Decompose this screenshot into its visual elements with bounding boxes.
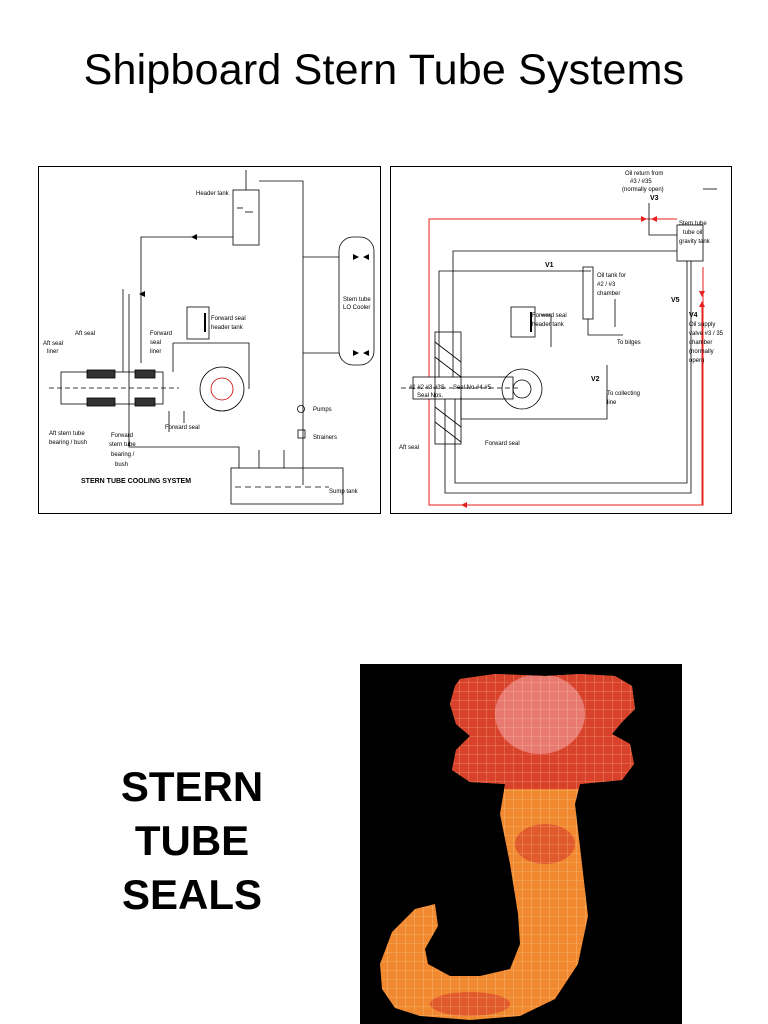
collecting-label-2: line xyxy=(607,400,617,406)
fwd-header-label-2: header tank xyxy=(532,322,565,328)
aft-bearing-label-2: bearing / bush xyxy=(49,440,87,446)
oil-tank-label-2: #2 / #3 xyxy=(597,282,616,288)
oil-tank-label-1: Oil tank for xyxy=(597,273,626,279)
strainers-label: Strainers xyxy=(313,435,337,441)
pumps-label: Pumps xyxy=(313,407,332,413)
seal-nos-label: Seal Nos. xyxy=(417,393,443,399)
v3-label: V3 xyxy=(650,195,659,202)
aft-seal-label-2: Aft seal xyxy=(399,445,419,451)
forward-seal-label: Forward seal xyxy=(165,425,200,431)
fea-hook-image xyxy=(360,664,682,1024)
section-heading-line-2: TUBE xyxy=(134,817,250,864)
sump-tank-label: Sump tank xyxy=(329,489,359,495)
forward-seal-label-2: Forward seal xyxy=(485,441,520,447)
fea-hook-drawing xyxy=(380,674,635,1020)
aft-seal-label: Aft seal xyxy=(75,331,95,337)
section-heading-line-3: SEALS xyxy=(121,871,263,918)
section-heading: STERN TUBE SEALS xyxy=(92,760,292,922)
fwd-bearing-label-1: Forward xyxy=(111,433,133,439)
to-bilges-label: To bilges xyxy=(617,340,641,346)
cooling-system-diagram: Header tank Stern tube LO Cooler Pumps S… xyxy=(38,166,381,514)
fwd-bearing-label-3: bearing / xyxy=(111,452,135,458)
supply-label-2: valve #3 / 35 xyxy=(689,331,724,337)
seal-no-label: Seal No #4 #5 xyxy=(453,385,492,391)
lube-oil-diagram: Oil return from #3 / #35 (normally open)… xyxy=(390,166,732,514)
fwd-seal-header-label-2: header tank xyxy=(211,325,244,331)
fwd-seal-header-label-1: Forward seal xyxy=(211,316,246,322)
page-title: Shipboard Stern Tube Systems xyxy=(83,46,685,94)
aft-seal-liner-label-1: Aft seal xyxy=(43,341,63,347)
lo-cooler-label-2: LO Cooler xyxy=(343,305,370,311)
section-heading-line-1: STERN xyxy=(120,763,264,810)
supply-label-5: open) xyxy=(689,358,704,364)
lo-cooler-label-1: Stern tube xyxy=(343,297,371,303)
oil-return-label-3: (normally open) xyxy=(622,187,664,193)
aft-seal-liner-label-2: liner xyxy=(47,349,58,355)
aft-bearing-label-1: Aft stern tube xyxy=(49,431,85,437)
gravity-tank-label-3: gravity tank xyxy=(679,239,711,245)
gravity-tank-label-1: Stern tube xyxy=(679,221,707,227)
v1-label: V1 xyxy=(545,262,554,269)
fwd-bearing-label-4: bush xyxy=(115,462,128,468)
header-tank-label: Header tank xyxy=(196,191,230,197)
fwd-seal-liner-label-1: Forward xyxy=(150,331,172,337)
oil-return-label-1: Oil return from xyxy=(625,171,663,177)
cooling-system-drawing: Header tank Stern tube LO Cooler Pumps S… xyxy=(43,170,375,505)
oil-return-label-2: #3 / #35 xyxy=(630,179,652,185)
supply-label-4: (normally xyxy=(689,349,714,355)
fwd-seal-liner-label-2: seal xyxy=(150,340,161,346)
oil-tank-label-3: chamber xyxy=(597,291,620,297)
fwd-header-label-1: Forward seal xyxy=(532,313,567,319)
seal-numbers-label: #1 #2 #3 #3S xyxy=(409,385,445,391)
v4-label: V4 xyxy=(689,312,698,319)
fwd-seal-liner-label-3: liner xyxy=(150,349,161,355)
supply-label-1: Oil supply xyxy=(689,322,715,328)
v2-label: V2 xyxy=(591,376,600,383)
gravity-tank-label-2: tube oil xyxy=(683,230,702,236)
v5-label: V5 xyxy=(671,297,680,304)
cooling-system-title: STERN TUBE COOLING SYSTEM xyxy=(81,478,191,485)
collecting-label-1: To collecting xyxy=(607,391,640,397)
supply-label-3: chamber xyxy=(689,340,712,346)
fwd-bearing-label-2: stern tube xyxy=(109,442,136,448)
lube-oil-drawing: Oil return from #3 / #35 (normally open)… xyxy=(399,171,724,508)
